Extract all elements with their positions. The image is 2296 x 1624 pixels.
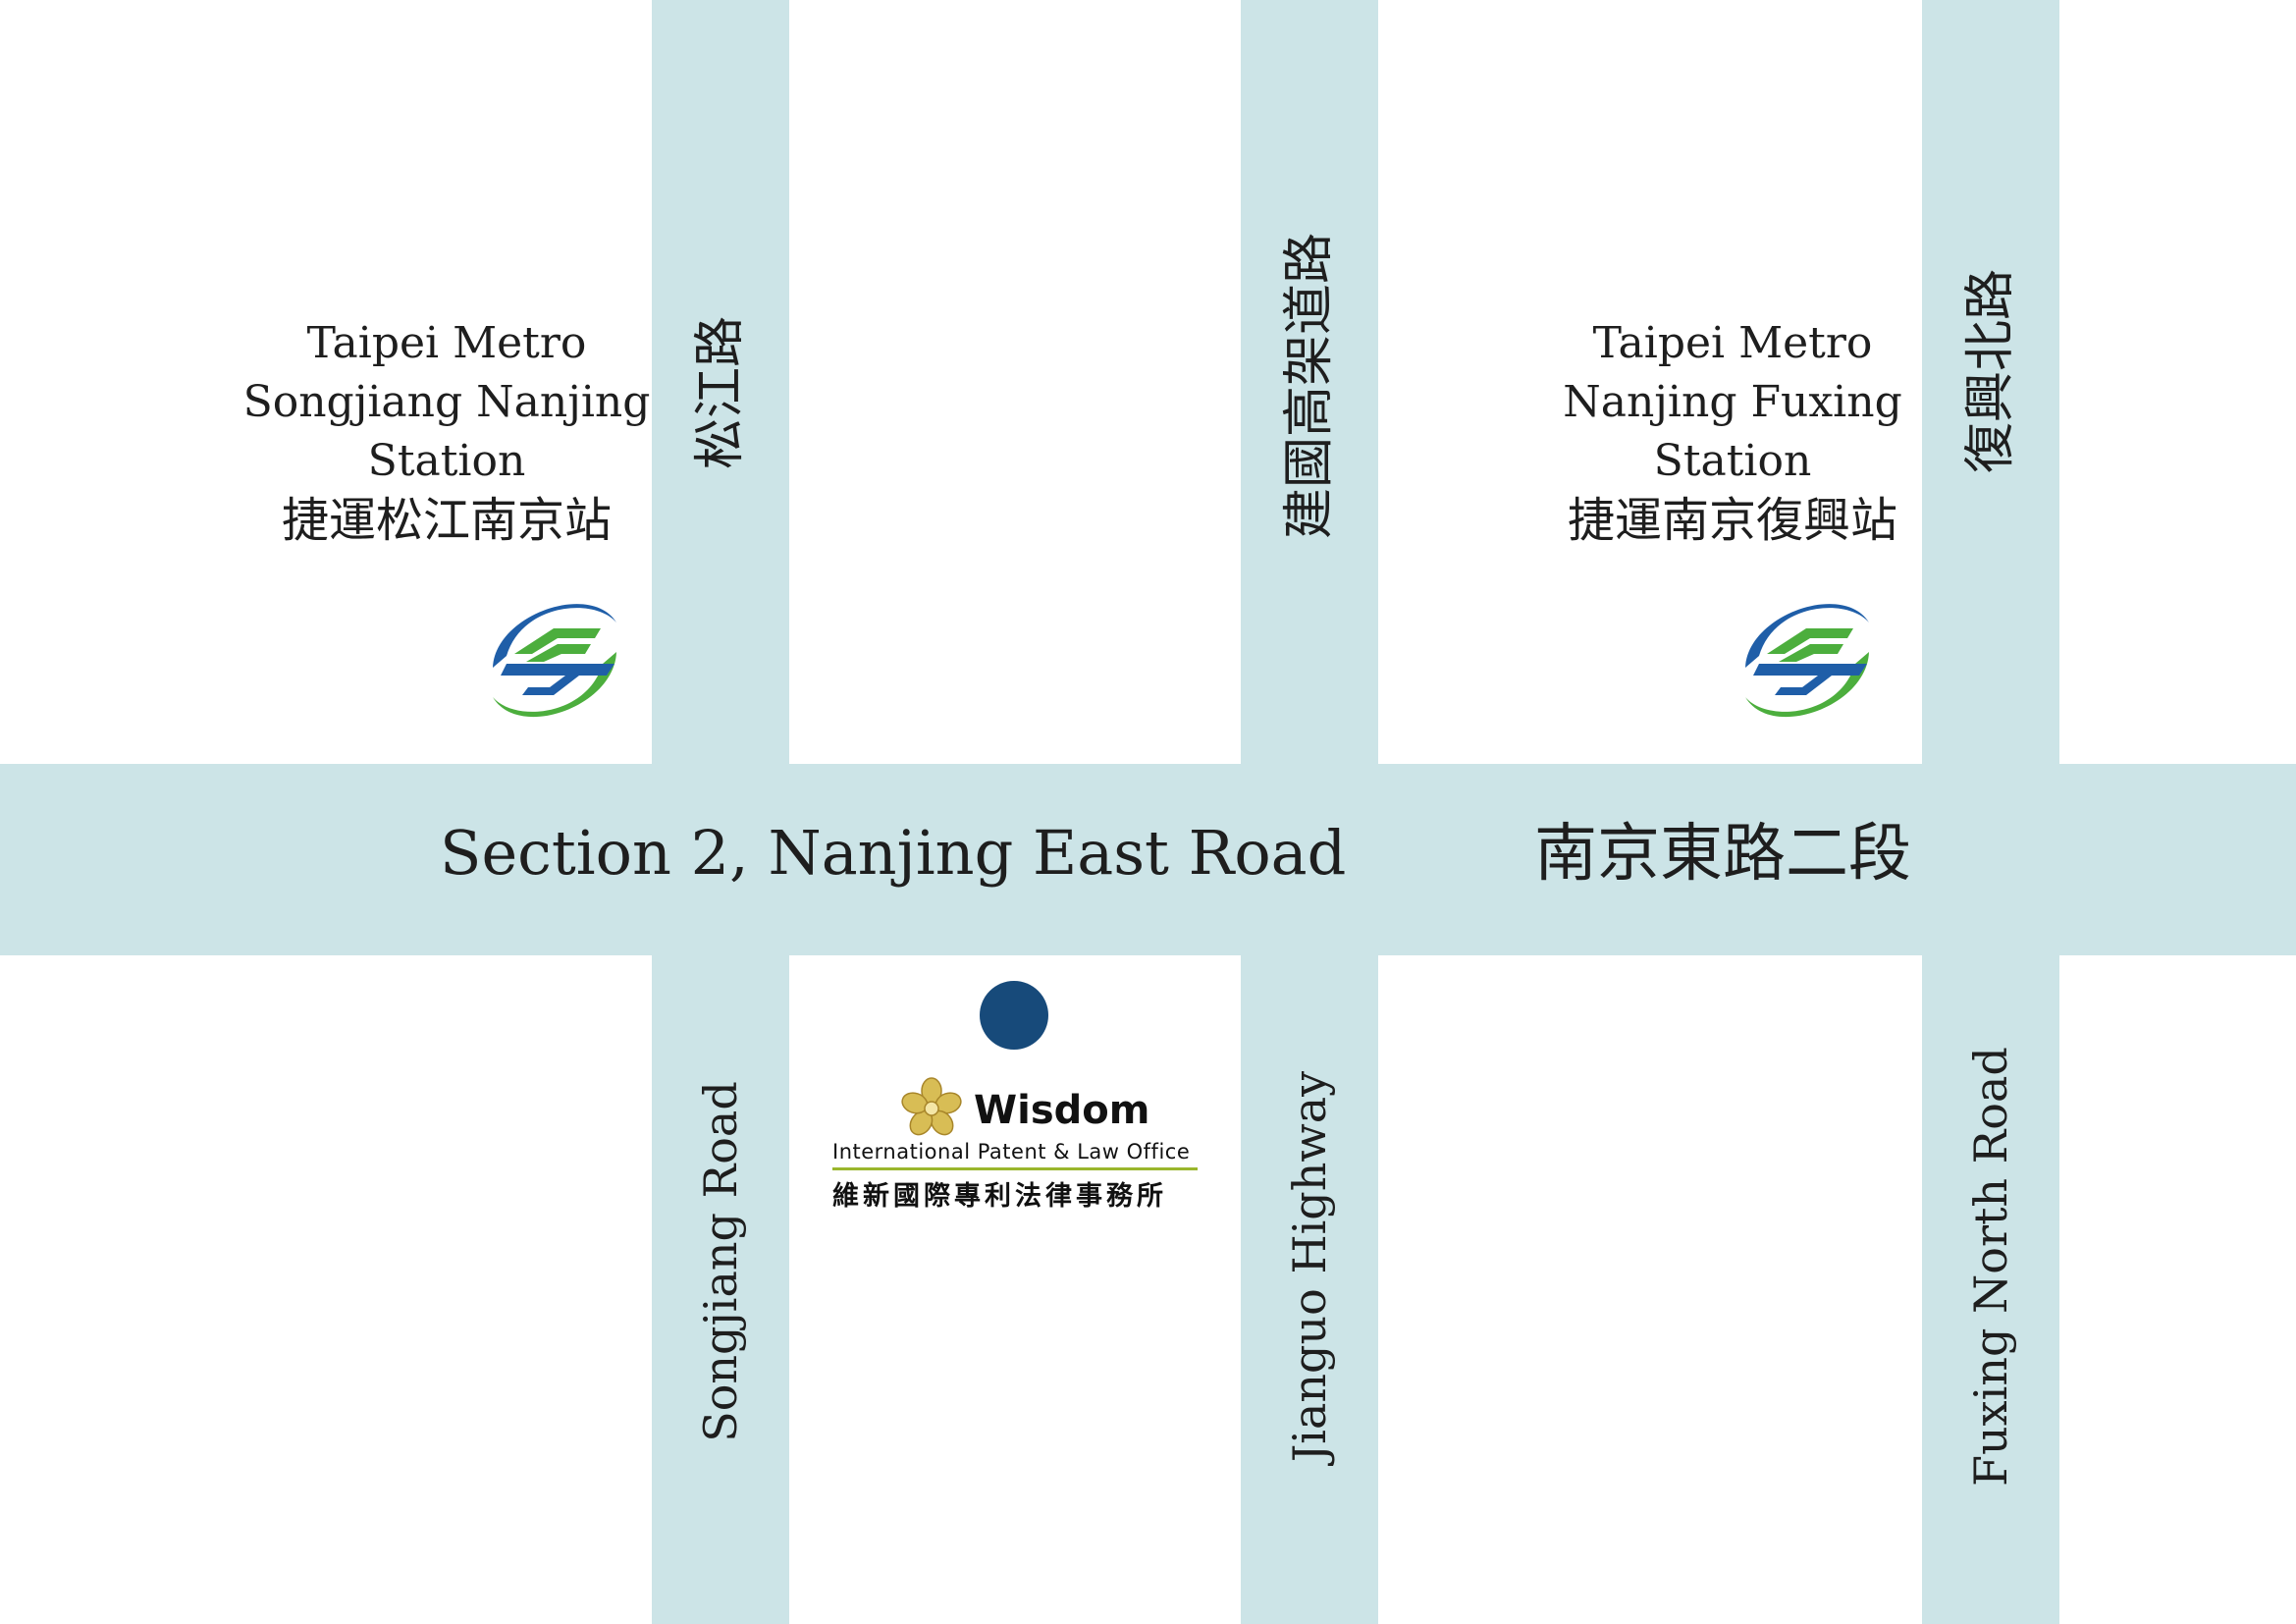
nanjing-east-road-label-zh: 南京東路二段 xyxy=(1534,818,1911,891)
station-name-zh: 捷運南京復興站 xyxy=(1567,493,1897,548)
nanjing-east-road xyxy=(0,764,2296,955)
station-name-line: Songjiang Nanjing xyxy=(242,377,651,427)
station-name-line: Taipei Metro xyxy=(306,318,587,368)
firm-divider xyxy=(832,1167,1198,1170)
firm-name: Wisdom xyxy=(974,1088,1150,1133)
station-name-line: Station xyxy=(367,436,526,486)
taipei-metro-logo-icon xyxy=(1745,604,1869,718)
fuxing-north-road-label-zh: 復興北路 xyxy=(1961,268,2020,474)
jianguo-highway-label-en: Jianguo Highway xyxy=(1283,1070,1336,1463)
station-name-line: Nanjing Fuxing xyxy=(1563,377,1902,427)
nanjing-fuxing-station-label: Taipei Metro Nanjing Fuxing Station 捷運南京… xyxy=(1531,314,1934,550)
fuxing-north-road-label-en: Fuxing North Road xyxy=(1964,1047,2017,1487)
firm-name-zh: 維新國際專利法律事務所 xyxy=(832,1181,1167,1212)
songjiang-nanjing-station-label: Taipei Metro Songjiang Nanjing Station 捷… xyxy=(236,314,658,550)
firm-subtitle: International Patent & Law Office xyxy=(832,1140,1191,1164)
station-name-zh: 捷運松江南京站 xyxy=(281,493,612,548)
station-name-line: Taipei Metro xyxy=(1592,318,1873,368)
cherry-blossom-logo-icon xyxy=(901,1077,962,1136)
office-location-marker xyxy=(980,981,1048,1050)
songjiang-road-label-zh: 松江路 xyxy=(691,315,750,470)
jianguo-highway-label-zh: 建國高架道路 xyxy=(1280,232,1339,540)
songjiang-road-label-en: Songjiang Road xyxy=(694,1081,747,1442)
station-name-line: Station xyxy=(1653,436,1812,486)
taipei-metro-logo-icon xyxy=(493,604,616,718)
nanjing-east-road-label-en: Section 2, Nanjing East Road xyxy=(440,817,1347,889)
